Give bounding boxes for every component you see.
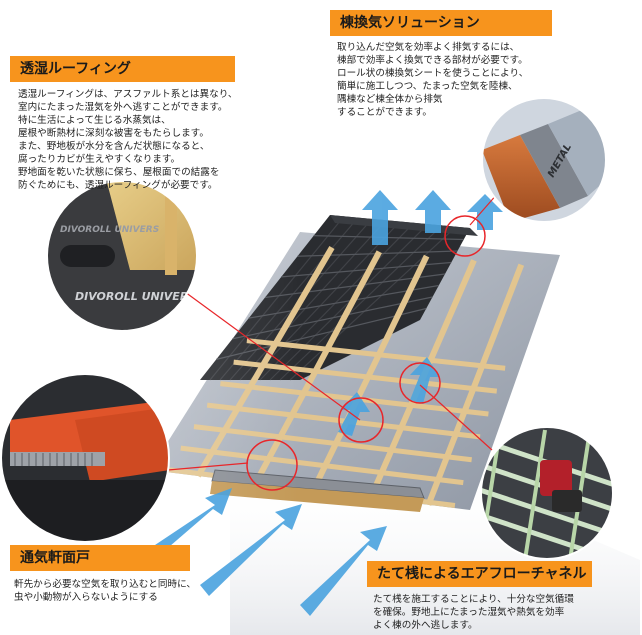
- roofing-line: 防ぐためにも、透湿ルーフィングが必要です。: [18, 180, 218, 191]
- ridge-line: ロール状の棟換気シートを使うことにより、: [337, 68, 529, 79]
- arrow-ridge-3: [467, 194, 503, 230]
- ridge-line: 簡単に施工しつつ、たまった空気を陸棟、: [337, 81, 518, 92]
- ridge-line: 棟部で効率よく換気できる部材が必要です。: [337, 55, 528, 66]
- ridge-line: することができます。: [337, 107, 432, 118]
- roofing-line: また、野地板が水分を含んだ状態になると、: [18, 141, 210, 152]
- arrow-eave-3: [300, 526, 387, 616]
- desc-roofing: 透湿ルーフィングは、アスファルト系とは異なり、室内にたまった湿気を外へ逃すことが…: [18, 88, 238, 192]
- roofing-line: 腐ったりカビが生えやすくなります。: [18, 154, 181, 165]
- tile-seam: [279, 224, 443, 381]
- roofing-line: 特に生活によって生じる水蒸気は、: [18, 115, 171, 126]
- desc-batten: たて桟を施工することにより、十分な空気循環を確保。野地上にたまった湿気や熱気を効…: [373, 593, 574, 632]
- inset-roofing-text-2: DIVOROLL UNIVERS: [60, 225, 159, 235]
- batten-line: を確保。野地上にたまった湿気や熱気を効率: [373, 607, 565, 618]
- roofing-line: 透湿ルーフィングは、アスファルト系とは異なり、: [18, 89, 238, 100]
- inset-ridge-vent: METAL: [482, 98, 606, 222]
- label-eave: 通気軒面戸: [10, 545, 190, 571]
- label-ridge: 棟換気ソリューション: [330, 10, 552, 36]
- ridge-line: 取り込んだ空気を効率よく排気するには、: [337, 42, 520, 53]
- counter-batten: [310, 254, 430, 492]
- roofing-line: 室内にたまった湿気を外へ逃すことができます。: [18, 102, 228, 113]
- eave-line: 軒先から必要な空気を取り込むと同時に、: [14, 579, 196, 590]
- highlight-circles: [246, 215, 486, 491]
- label-batten: たて桟によるエアフローチャネル: [367, 561, 592, 587]
- inset-roofing-text-1: DIVOROLL UNIVERS: [75, 290, 196, 303]
- arrow-channel-2: [410, 357, 440, 404]
- arrow-channel-1: [338, 392, 370, 436]
- arrow-ridge-1: [362, 190, 398, 245]
- highlight-eave: [246, 439, 298, 491]
- arrow-eave-2: [200, 504, 302, 596]
- batten-line: よく棟の外へ逃します。: [373, 620, 478, 631]
- tile-row: [313, 235, 464, 241]
- highlight-ridge: [444, 215, 486, 257]
- arrow-ridge-2: [415, 190, 451, 233]
- house-wall: [230, 470, 640, 635]
- batten-line: たて桟を施工することにより、十分な空気循環: [373, 594, 574, 605]
- desc-ridge: 取り込んだ空気を効率よく排気するには、棟部で効率よく換気できる部材が必要です。ロ…: [337, 41, 528, 119]
- ridge-line: 隅棟など棟全体から排気: [337, 94, 443, 105]
- roofing-line: 屋根や断熱材に深刻な被害をもたらします。: [18, 128, 209, 139]
- roofing-line: 野地面を乾いた状態に保ち、屋根面での結露を: [18, 167, 220, 178]
- tile-seam: [289, 226, 457, 381]
- label-roofing: 透湿ルーフィング: [10, 56, 235, 82]
- highlight-channel-2: [399, 362, 441, 404]
- eave-line: 虫や小動物が入らないようにする: [14, 592, 158, 603]
- desc-eave: 軒先から必要な空気を取り込むと同時に、虫や小動物が入らないようにする: [14, 578, 196, 604]
- counter-batten: [425, 263, 525, 506]
- highlight-channel: [338, 397, 384, 443]
